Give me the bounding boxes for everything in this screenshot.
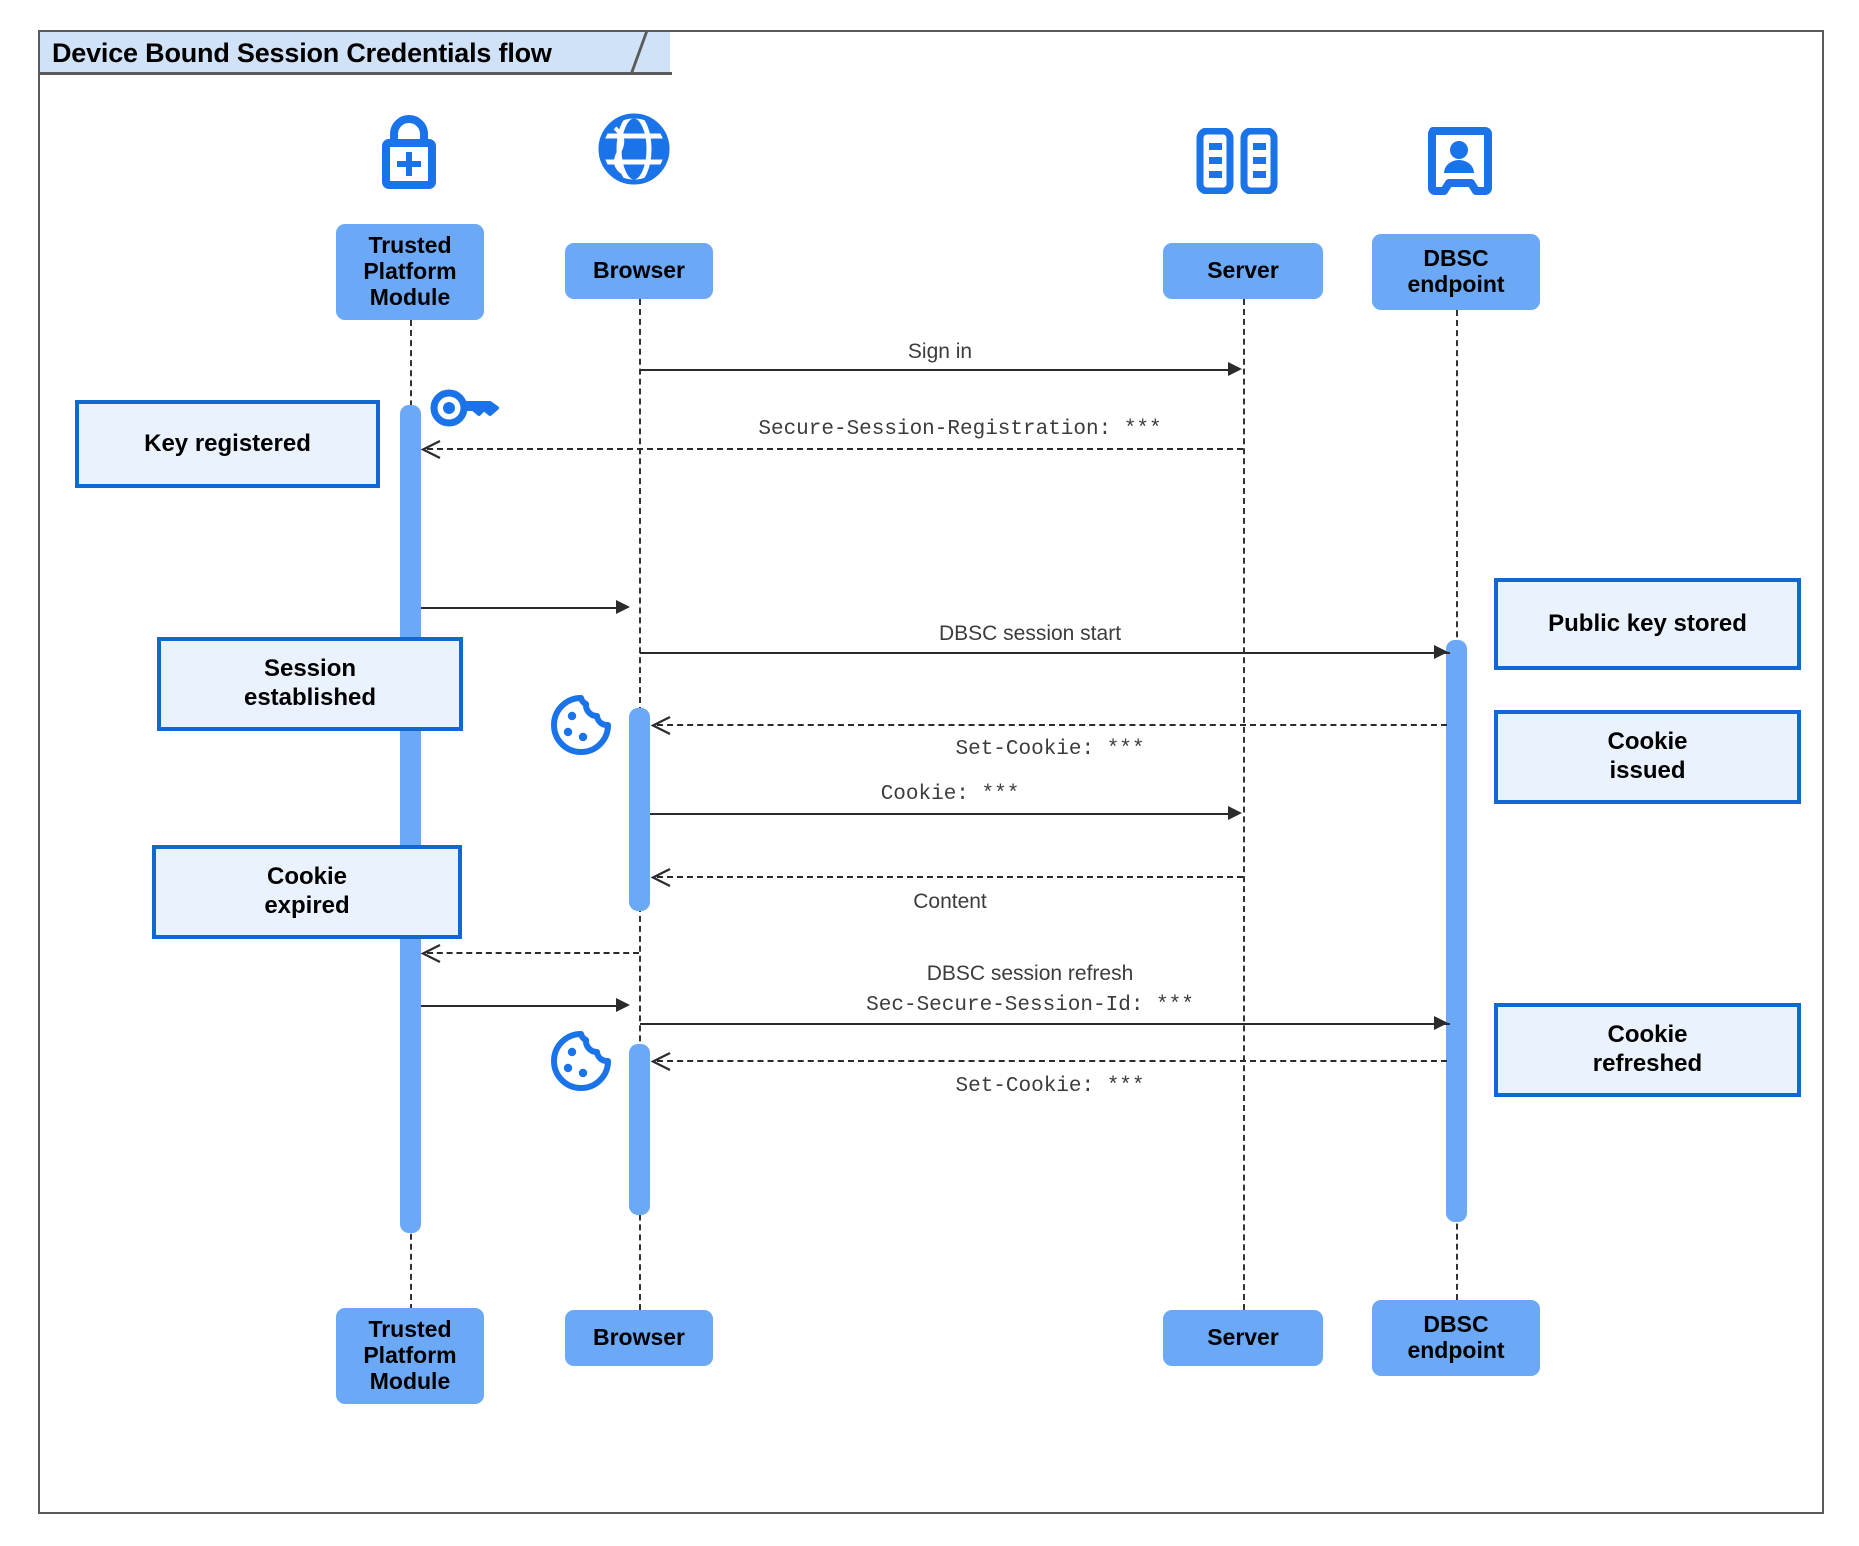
note-text: Public key stored	[1548, 609, 1747, 637]
arrowhead-secure-session-registration	[420, 440, 441, 459]
participant-label-line2: Platform	[363, 1342, 457, 1369]
frame-title-tab	[40, 32, 670, 74]
message-label-content: Content	[913, 890, 987, 913]
activation-tpm	[400, 405, 421, 1233]
note-public-key-stored: Public key stored	[1494, 578, 1801, 670]
arrowhead-browser-to-tpm	[420, 944, 441, 963]
message-label-set-cookie-1: Set-Cookie: ***	[955, 738, 1145, 761]
note-text-line1: Cookie	[266, 863, 347, 891]
note-cookie-issued: Cookie issued	[1494, 710, 1801, 804]
arrowhead-dbsc-session-start	[1434, 645, 1448, 659]
message-line-content	[657, 876, 1243, 878]
note-text-line2: expired	[264, 892, 350, 919]
participant-label-line3: Module	[369, 1367, 451, 1394]
diagram-frame	[38, 30, 1824, 1514]
arrowhead-set-cookie-1	[650, 716, 671, 735]
message-line-browser-to-tpm	[427, 952, 639, 954]
message-line-dbsc-session-refresh	[640, 1023, 1450, 1025]
note-text-line2: established	[243, 684, 377, 711]
message-line-set-cookie-1	[657, 724, 1447, 726]
participant-label-line3: Module	[369, 283, 451, 310]
note-key-registered: Key registered	[75, 400, 380, 488]
message-label-set-cookie-2: Set-Cookie: ***	[955, 1075, 1145, 1098]
activation-browser-2	[629, 1044, 650, 1215]
participant-tpm-top[interactable]: Trusted Platform Module	[336, 224, 484, 320]
arrowhead-content	[650, 868, 671, 887]
cookie-icon	[547, 1030, 615, 1097]
activation-dbsc	[1446, 640, 1467, 1222]
frame-title: Device Bound Session Credentials flow	[52, 38, 552, 68]
message-label-sign-in: Sign in	[907, 340, 973, 363]
arrowhead-set-cookie-2	[650, 1052, 671, 1071]
participant-label-line1: DBSC	[1423, 245, 1489, 272]
message-label-dbsc-session-start: DBSC session start	[938, 622, 1122, 645]
arrowhead-sign-in	[1228, 362, 1242, 376]
message-label-dbsc-session-refresh-line2: Sec-Secure-Session-Id: ***	[866, 994, 1194, 1017]
participant-server-bottom[interactable]: Server	[1163, 1310, 1323, 1366]
participant-dbsc-top[interactable]: DBSC endpoint	[1372, 234, 1540, 310]
note-text-line2: refreshed	[1592, 1050, 1703, 1077]
participant-label-line1: Trusted	[368, 1316, 452, 1343]
key-icon	[428, 385, 500, 436]
participant-label: Server	[1207, 1324, 1279, 1351]
globe-icon	[595, 110, 673, 193]
arrowhead-dbsc-session-refresh	[1434, 1016, 1448, 1030]
participant-label: Server	[1207, 257, 1279, 284]
message-line-tpm-to-browser-2	[421, 1005, 621, 1007]
participant-label-line2: endpoint	[1407, 271, 1505, 297]
arrowhead-tpm-to-browser-1	[616, 600, 630, 614]
note-text-line1: Cookie	[1607, 1021, 1688, 1049]
lifeline-server	[1243, 299, 1245, 1310]
message-label-dbsc-session-refresh-line1: DBSC session refresh	[926, 962, 1134, 985]
note-text: Key registered	[144, 429, 311, 457]
participant-label-line2: endpoint	[1407, 1337, 1505, 1363]
participant-label-line2: Platform	[363, 258, 457, 285]
note-text-line1: Session	[263, 655, 357, 683]
participant-dbsc-bottom[interactable]: DBSC endpoint	[1372, 1300, 1540, 1376]
participant-label: Browser	[592, 257, 686, 284]
lock-plus-icon	[368, 108, 450, 195]
note-cookie-refreshed: Cookie refreshed	[1494, 1003, 1801, 1097]
participant-label-line1: DBSC	[1423, 1311, 1489, 1338]
participant-browser-top[interactable]: Browser	[565, 243, 713, 299]
participant-tpm-bottom[interactable]: Trusted Platform Module	[336, 1308, 484, 1404]
note-text-line1: Cookie	[1607, 728, 1688, 756]
message-line-cookie	[650, 813, 1236, 815]
message-label-secure-session-registration: Secure-Session-Registration: ***	[758, 418, 1162, 441]
message-label-cookie: Cookie: ***	[880, 783, 1020, 806]
message-line-sign-in	[640, 369, 1236, 371]
message-line-dbsc-session-start	[640, 652, 1450, 654]
message-line-set-cookie-2	[657, 1060, 1447, 1062]
participant-label-line1: Trusted	[368, 232, 452, 259]
note-cookie-expired: Cookie expired	[152, 845, 462, 939]
participant-server-top[interactable]: Server	[1163, 243, 1323, 299]
note-text-line2: issued	[1609, 757, 1686, 784]
arrowhead-cookie	[1228, 806, 1242, 820]
cookie-icon	[547, 694, 615, 761]
note-session-established: Session established	[157, 637, 463, 731]
participant-label: Browser	[592, 1324, 686, 1351]
server-rack-icon	[1196, 127, 1278, 199]
participant-browser-bottom[interactable]: Browser	[565, 1310, 713, 1366]
message-line-tpm-to-browser-1	[421, 607, 621, 609]
arrowhead-tpm-to-browser-2	[616, 998, 630, 1012]
id-badge-icon	[1425, 125, 1493, 202]
activation-browser-1	[629, 708, 650, 911]
message-line-secure-session-registration	[427, 448, 1243, 450]
frame-title-tab-edge	[40, 72, 672, 75]
